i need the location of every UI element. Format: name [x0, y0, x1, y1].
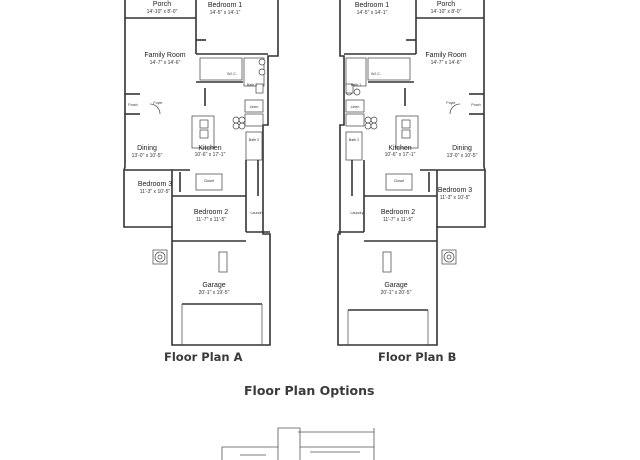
plan-a-closet-label: Closet — [204, 179, 214, 183]
plan-b-bath1-box — [345, 57, 367, 87]
plan-b-dining-dim: 13'-0" x 10'-5" — [447, 153, 478, 159]
plan-a-door-swing — [149, 103, 161, 115]
plan-b-kitchen-island — [395, 115, 419, 149]
plan-a-stove — [232, 116, 240, 124]
plan-a-garage-dim: 20'-1" x 19'-5" — [199, 290, 230, 296]
plan-b-dining-label: Dining — [452, 145, 472, 152]
plan-b-bath2-label: Bath 2 — [349, 138, 359, 142]
plan-a-bath1-label: Bath 1 — [247, 83, 257, 87]
plan-a-family-room-label: Family Room — [144, 52, 185, 59]
plan-a-garage-step — [218, 251, 228, 273]
plan-b-bedroom2-dim: 11'-7" x 11'-5" — [383, 217, 413, 223]
plan-b-family-room-label: Family Room — [425, 52, 466, 59]
plan-b-bedroom3-label: Bedroom 3 — [438, 187, 472, 194]
plan-b-closet-label: Closet — [394, 179, 404, 183]
option-plan-outline — [221, 427, 375, 460]
plan-a-bedroom2-dim: 11'-7" x 11'-5" — [196, 217, 226, 223]
plan-b-garage-label: Garage — [384, 282, 407, 289]
plan-b-wic-label: W.I.C. — [371, 72, 381, 76]
floor-plan-a: Porch 14'-10" x 8'-0" Bedroom 1 14'-5" x… — [123, 0, 279, 346]
plan-a-wic-label: W.I.C. — [227, 72, 237, 76]
plan-a-kitchen-label: Kitchen — [198, 145, 221, 152]
plan-a-kitchen-island — [191, 115, 215, 149]
plan-b-kitchen-label: Kitchen — [388, 145, 411, 152]
plan-a-kitchen-dim: 10'-6" x 17'-1" — [195, 152, 226, 158]
plan-b-bedroom3-dim: 11'-3" x 10'-5" — [440, 195, 471, 201]
plan-b-porch-label: Porch — [437, 1, 455, 8]
plan-a-garage-label: Garage — [202, 282, 225, 289]
plan-b-garage-step — [382, 251, 392, 273]
plan-a-bedroom1-dim: 14'-5" x 14'-1" — [210, 10, 241, 16]
plan-b-stove — [364, 116, 372, 124]
plan-b-bedroom1-label: Bedroom 1 — [355, 2, 389, 9]
plan-a-side-porch-label: Porch — [128, 103, 137, 107]
plan-b-garage-dim: 20'-1" x 20'-5" — [381, 290, 412, 296]
plan-b-laundry-label: Laundry — [351, 211, 364, 215]
plan-a-wic-box — [199, 57, 243, 81]
plan-a-sink — [258, 58, 266, 66]
plan-b-bedroom1-dim: 14'-5" x 14'-1" — [357, 10, 388, 16]
plan-a-bedroom2-label: Bedroom 2 — [194, 209, 228, 216]
plan-b-closet-box — [385, 173, 413, 191]
plan-b-side-porch-label: Porch — [471, 103, 480, 107]
plan-a-toilet — [255, 83, 264, 94]
floor-plan-b-caption: Floor Plan B — [378, 350, 457, 364]
option-plan-partial — [221, 427, 375, 460]
plan-b-bath1-label: Bath 1 — [351, 83, 361, 87]
plan-a-closet-box — [195, 173, 223, 191]
plan-a-bath2-label: Bath 2 — [249, 138, 259, 142]
plan-b-bath2-box — [345, 131, 363, 161]
plan-a-linen-label: Linen — [250, 105, 259, 109]
plan-b-wic-box — [367, 57, 411, 81]
floor-plan-b: Bedroom 1 14'-5" x 14'-1" Porch 14'-10" … — [337, 0, 486, 346]
plan-b-linen-label: Linen — [351, 105, 360, 109]
floor-plan-options-heading: Floor Plan Options — [244, 383, 375, 398]
plan-b-family-room-dim: 14'-7" x 14'-6" — [431, 60, 462, 66]
plan-b-door-swing — [449, 103, 461, 115]
plan-a-dining-label: Dining — [137, 145, 157, 152]
plan-a-sink-2 — [258, 68, 266, 76]
plan-a-foyer-label: Foyer — [153, 101, 163, 105]
plan-a-bedroom3-dim: 11'-3" x 10'-5" — [140, 189, 171, 195]
plan-a-outer-wall — [123, 0, 279, 346]
plan-b-bedroom2-label: Bedroom 2 — [381, 209, 415, 216]
plan-a-dining-dim: 13'-0" x 10'-5" — [132, 153, 163, 159]
plan-a-laundry-label: Laundry — [251, 211, 264, 215]
plan-b-toilet — [345, 83, 354, 94]
plan-a-bedroom1-label: Bedroom 1 — [208, 2, 242, 9]
floor-plan-a-caption: Floor Plan A — [164, 350, 243, 364]
plan-a-porch-label: Porch — [153, 1, 171, 8]
plan-a-bath2-box — [245, 131, 263, 161]
plan-b-kitchen-dim: 10'-6" x 17'-1" — [385, 152, 416, 158]
plan-b-foyer-label: Foyer — [446, 101, 456, 105]
plan-a-porch-dim: 14'-10" x 8'-0" — [147, 9, 178, 15]
plan-a-family-room-dim: 14'-7" x 14'-6" — [150, 60, 181, 66]
plan-b-porch-dim: 14'-10" x 8'-0" — [431, 9, 462, 15]
plan-b-outer-wall — [337, 0, 486, 346]
plan-a-bedroom3-label: Bedroom 3 — [138, 181, 172, 188]
